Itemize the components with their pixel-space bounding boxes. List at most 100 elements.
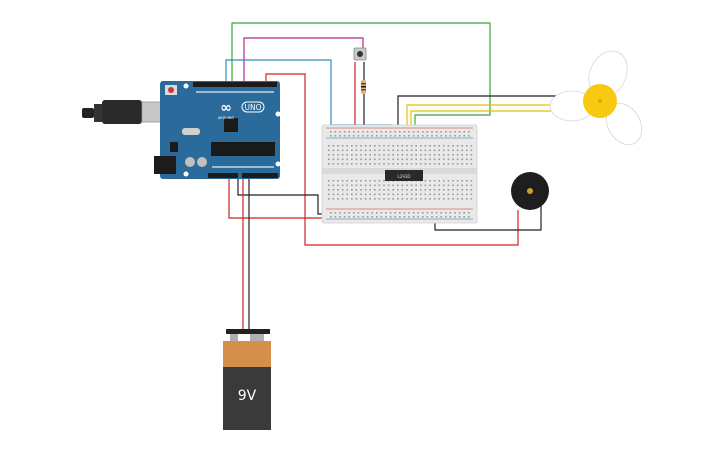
breadboard-hole [383, 145, 385, 147]
breadboard-hole [401, 145, 404, 147]
breadboard-hole [360, 154, 362, 156]
breadboard-hole [392, 154, 394, 156]
breadboard-hole [447, 149, 450, 152]
breadboard-hole [346, 189, 348, 191]
breadboard-hole [380, 212, 383, 214]
breadboard-hole [433, 189, 436, 191]
breadboard-hole [470, 163, 473, 165]
breadboard-hole [351, 198, 353, 200]
breadboard-hole [353, 212, 355, 214]
breadboard-hole [438, 193, 440, 196]
breadboard-hole [328, 198, 330, 200]
breadboard-hole [355, 198, 358, 200]
arduino-model-label: UNO [244, 103, 261, 112]
breadboard-hole [360, 198, 362, 200]
breadboard-hole [458, 135, 461, 137]
breadboard-hole [456, 163, 459, 165]
wire-red-5v[interactable] [228, 175, 330, 219]
breadboard-hole [351, 180, 353, 182]
breadboard-hole [343, 135, 346, 137]
breadboard-hole [337, 145, 339, 147]
wire-green[interactable] [231, 22, 491, 160]
breadboard-hole [366, 135, 369, 137]
breadboard-hole [374, 163, 376, 165]
fan-motor[interactable] [549, 45, 649, 151]
breadboard-hole [397, 154, 399, 156]
breadboard-hole [362, 131, 364, 133]
breadboard-hole [387, 154, 390, 156]
breadboard-hole [374, 193, 376, 196]
breadboard-hole [360, 149, 362, 152]
breadboard-hole [337, 198, 339, 200]
breadboard-holes [328, 131, 473, 218]
breadboard-hole [387, 193, 390, 196]
arduino-uno-board[interactable]: ∞ ARDUINO UNO [154, 81, 281, 179]
pushbutton[interactable] [353, 47, 367, 61]
breadboard-hole [378, 154, 381, 156]
breadboard-hole [470, 154, 473, 156]
breadboard-hole [378, 184, 381, 187]
breadboard-hole [346, 163, 348, 165]
breadboard-hole [332, 149, 335, 152]
wire-red-top[interactable] [265, 73, 519, 246]
breadboard-hole [466, 149, 468, 152]
breadboard-hole [341, 189, 344, 191]
breadboard-hole [383, 154, 385, 156]
breadboard-hole [389, 135, 392, 137]
usb-cable[interactable] [82, 100, 165, 124]
breadboard-hole [410, 189, 413, 191]
breadboard-hole [385, 135, 387, 137]
breadboard-hole [461, 145, 463, 147]
breadboard-hole [470, 184, 473, 187]
breadboard-hole [346, 145, 348, 147]
breadboard-hole [376, 212, 378, 214]
breadboard-hole [376, 135, 378, 137]
breadboard-hole [366, 131, 369, 133]
breadboard-hole [383, 184, 385, 187]
breadboard-hole [392, 158, 394, 161]
breadboard-hole [351, 149, 353, 152]
dc-power-jack[interactable] [154, 156, 176, 174]
breadboard-hole [429, 145, 431, 147]
breadboard-hole [397, 184, 399, 187]
breadboard-hole [458, 131, 461, 133]
breadboard-hole [406, 184, 408, 187]
breadboard-hole [447, 193, 450, 196]
breadboard-hole [417, 212, 419, 214]
breadboard-hole [369, 193, 371, 196]
breadboard-hole [458, 212, 461, 214]
resistor[interactable] [361, 80, 366, 94]
breadboard-hole [452, 163, 454, 165]
breadboard-hole [337, 154, 339, 156]
breadboard-hole [341, 145, 344, 147]
breadboard-hole [415, 145, 417, 147]
breadboard-hole [458, 216, 461, 218]
breadboard-hole [420, 163, 422, 165]
breadboard-hole [415, 189, 417, 191]
breadboard-hole [445, 131, 447, 133]
breadboard-hole [429, 193, 431, 196]
arduino-brand-label: ARDUINO [218, 116, 235, 120]
motor-driver-chip[interactable]: L293D [385, 170, 423, 181]
piezo-buzzer[interactable] [511, 172, 549, 210]
capacitor-1 [185, 157, 195, 167]
breadboard-hole [461, 193, 463, 196]
breadboard-hole [443, 149, 445, 152]
breadboard-hole [470, 145, 473, 147]
breadboard-hole [337, 189, 339, 191]
breadboard-hole [438, 154, 440, 156]
breadboard-hole [456, 198, 459, 200]
breadboard-hole [341, 180, 344, 182]
breadboard-hole [337, 149, 339, 152]
wire-magenta[interactable] [243, 37, 364, 85]
wire-black-gnd[interactable] [237, 175, 330, 215]
breadboard-hole [463, 212, 465, 214]
breadboard-hole [330, 135, 332, 137]
breadboard-hole [426, 131, 429, 133]
breadboard-hole [456, 145, 459, 147]
breadboard-hole [406, 193, 408, 196]
battery-9v[interactable]: 9V [223, 329, 271, 430]
breadboard-hole [369, 163, 371, 165]
breadboard-hole [433, 158, 436, 161]
breadboard-hole [470, 193, 473, 196]
